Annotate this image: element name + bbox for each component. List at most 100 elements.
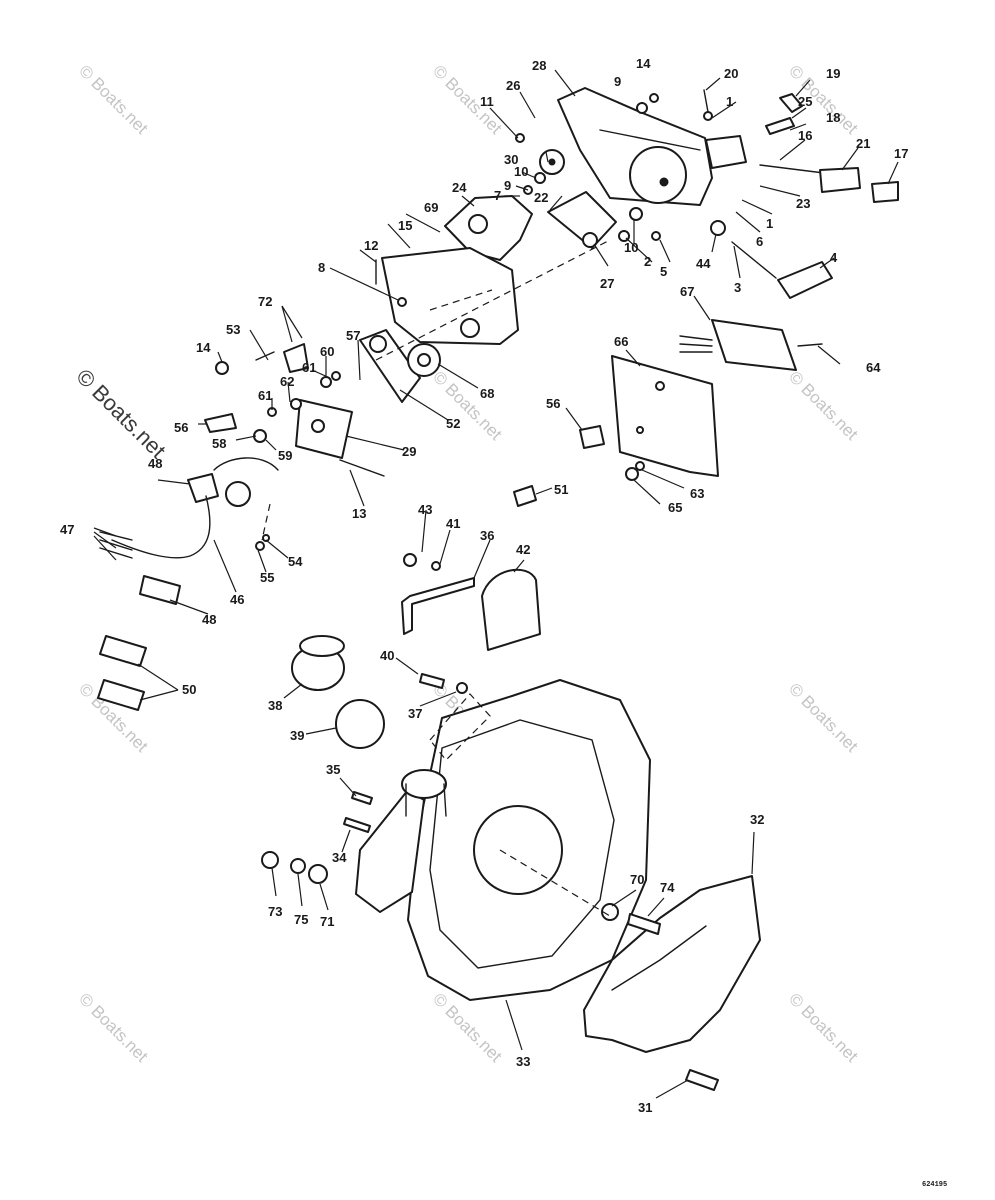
callout: 5 <box>660 264 667 279</box>
small-parts-34-35 <box>343 791 373 833</box>
callout: 15 <box>398 218 412 233</box>
callout: 62 <box>280 374 294 389</box>
clips-and-nuts-mid <box>204 343 385 551</box>
arm-bracket <box>547 191 617 249</box>
watermark: © Boats.net <box>785 989 862 1066</box>
connectors <box>97 575 181 711</box>
callout: 17 <box>894 146 908 161</box>
bushing-39 <box>335 699 385 749</box>
callout: 10 <box>624 240 638 255</box>
watermark: © Boats.net <box>429 61 506 138</box>
callout: 27 <box>600 276 614 291</box>
callout: 23 <box>796 196 810 211</box>
bracket-36 <box>401 553 475 635</box>
callout: 51 <box>554 482 568 497</box>
callout: 14 <box>636 56 651 71</box>
callout: 70 <box>630 872 644 887</box>
callout: 31 <box>638 1100 652 1115</box>
callout: 46 <box>230 592 244 607</box>
callout: 56 <box>546 396 560 411</box>
lever-assembly <box>359 329 421 403</box>
callout: 3 <box>734 280 741 295</box>
callout: 26 <box>506 78 520 93</box>
callout: 38 <box>268 698 282 713</box>
callout: 48 <box>148 456 162 471</box>
callout: 9 <box>614 74 621 89</box>
callout: 64 <box>866 360 881 375</box>
callout: 63 <box>690 486 704 501</box>
callout: 75 <box>294 912 308 927</box>
callout: 35 <box>326 762 340 777</box>
nuts-bottom-left <box>261 851 328 884</box>
callout: 52 <box>446 416 460 431</box>
callout: 71 <box>320 914 334 929</box>
callout: 1 <box>726 94 733 109</box>
assembly-lines <box>261 239 611 917</box>
watermark: © Boats.net <box>429 367 506 444</box>
callout: 48 <box>202 612 216 627</box>
callout: 33 <box>516 1054 530 1069</box>
callout: 60 <box>320 344 334 359</box>
callout: 37 <box>408 706 422 721</box>
small-fasteners-top <box>375 89 803 307</box>
callout: 50 <box>182 682 196 697</box>
callout: 8 <box>318 260 325 275</box>
bolts-right <box>601 903 719 1091</box>
callout: 56 <box>174 420 188 435</box>
clips-right <box>513 425 645 507</box>
callout: 4 <box>830 250 838 265</box>
leader-lines <box>93 69 899 1099</box>
callout: 7 <box>494 188 501 203</box>
watermark: © Boats.net <box>71 364 170 463</box>
callout: 19 <box>826 66 840 81</box>
wire-harness <box>99 495 211 559</box>
power-pack <box>679 319 823 371</box>
callout: 72 <box>258 294 272 309</box>
callout: 68 <box>480 386 494 401</box>
callout: 29 <box>402 444 416 459</box>
callout-labels: 1 1 2 3 4 5 6 7 8 9 9 10 10 11 12 13 14 … <box>60 56 908 1115</box>
shift-plate <box>611 355 719 477</box>
callout: 1 <box>766 216 773 231</box>
hose-clamp <box>291 635 345 691</box>
callout: 55 <box>260 570 274 585</box>
callout: 21 <box>856 136 870 151</box>
callout: 39 <box>290 728 304 743</box>
cover-plate <box>444 195 533 261</box>
callout: 34 <box>332 850 347 865</box>
drawing-code: 624195 <box>922 1181 947 1189</box>
watermark: © Boats.net <box>429 989 506 1066</box>
callout: 73 <box>268 904 282 919</box>
callout: 6 <box>756 234 763 249</box>
callout: 13 <box>352 506 366 521</box>
callout: 58 <box>212 436 226 451</box>
callout: 41 <box>446 516 460 531</box>
callout: 61 <box>302 360 316 375</box>
callout: 47 <box>60 522 74 537</box>
callout: 11 <box>480 94 494 109</box>
callout: 2 <box>644 254 651 269</box>
callout: 67 <box>680 284 694 299</box>
throttle-handle <box>731 241 833 299</box>
callout: 54 <box>288 554 303 569</box>
callout: 16 <box>798 128 812 143</box>
callout: 30 <box>504 152 518 167</box>
bolt-40 <box>419 673 468 694</box>
callout: 74 <box>660 880 675 895</box>
watermark: © Boats.net <box>75 989 152 1066</box>
trigger-coil <box>187 457 279 507</box>
callout: 24 <box>452 180 467 195</box>
callout: 44 <box>696 256 711 271</box>
callout: 36 <box>480 528 494 543</box>
callout: 9 <box>504 178 511 193</box>
callout: 42 <box>516 542 530 557</box>
callout: 14 <box>196 340 211 355</box>
callout: 40 <box>380 648 394 663</box>
callout: 66 <box>614 334 628 349</box>
callout: 59 <box>278 448 292 463</box>
callout: 61 <box>258 388 272 403</box>
callout: 53 <box>226 322 240 337</box>
control-housing <box>557 87 747 206</box>
callout: 10 <box>514 164 528 179</box>
